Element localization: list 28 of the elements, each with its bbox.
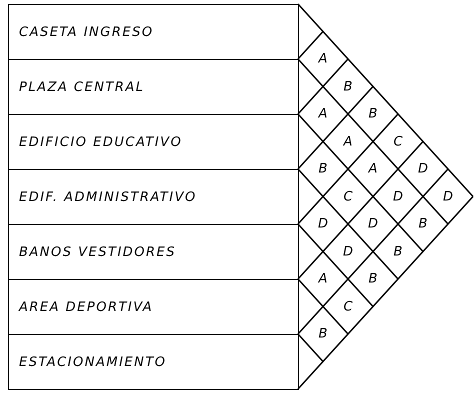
relationship-code: B bbox=[318, 162, 328, 176]
space-name-box: ESTACIONAMIENTO bbox=[8, 334, 299, 390]
relationship-code: A bbox=[318, 52, 328, 66]
relationship-code: D bbox=[318, 218, 328, 230]
space-name-box: BANOS VESTIDORES bbox=[8, 224, 299, 280]
space-name-box: EDIF. ADMINISTRATIVO bbox=[8, 169, 299, 225]
relationship-code: D bbox=[443, 190, 453, 203]
relationship-code: D bbox=[343, 245, 353, 258]
space-name-box: PLAZA CENTRAL bbox=[8, 59, 299, 115]
relationship-code: B bbox=[394, 245, 402, 258]
relationship-code: C bbox=[343, 300, 353, 313]
relationship-code: B bbox=[368, 272, 378, 286]
relationship-code: A bbox=[318, 272, 328, 286]
relationship-code: B bbox=[368, 108, 378, 120]
relationship-code: C bbox=[343, 190, 353, 203]
relationship-code: B bbox=[344, 80, 352, 93]
space-name-box: EDIFICIO EDUCATIVO bbox=[8, 114, 299, 170]
relationship-code: D bbox=[393, 190, 403, 203]
relationship-code: A bbox=[368, 162, 378, 176]
relationship-code: C bbox=[393, 135, 403, 148]
relationship-code: A bbox=[318, 108, 328, 120]
space-name-box: AREA DEPORTIVA bbox=[8, 279, 299, 335]
relationship-code: B bbox=[418, 218, 428, 230]
relationship-code: A bbox=[344, 135, 352, 148]
relationship-code: B bbox=[318, 328, 328, 340]
relationship-code: D bbox=[368, 218, 378, 230]
relationship-code: D bbox=[418, 162, 428, 176]
space-name-box: CASETA INGRESO bbox=[8, 4, 299, 60]
